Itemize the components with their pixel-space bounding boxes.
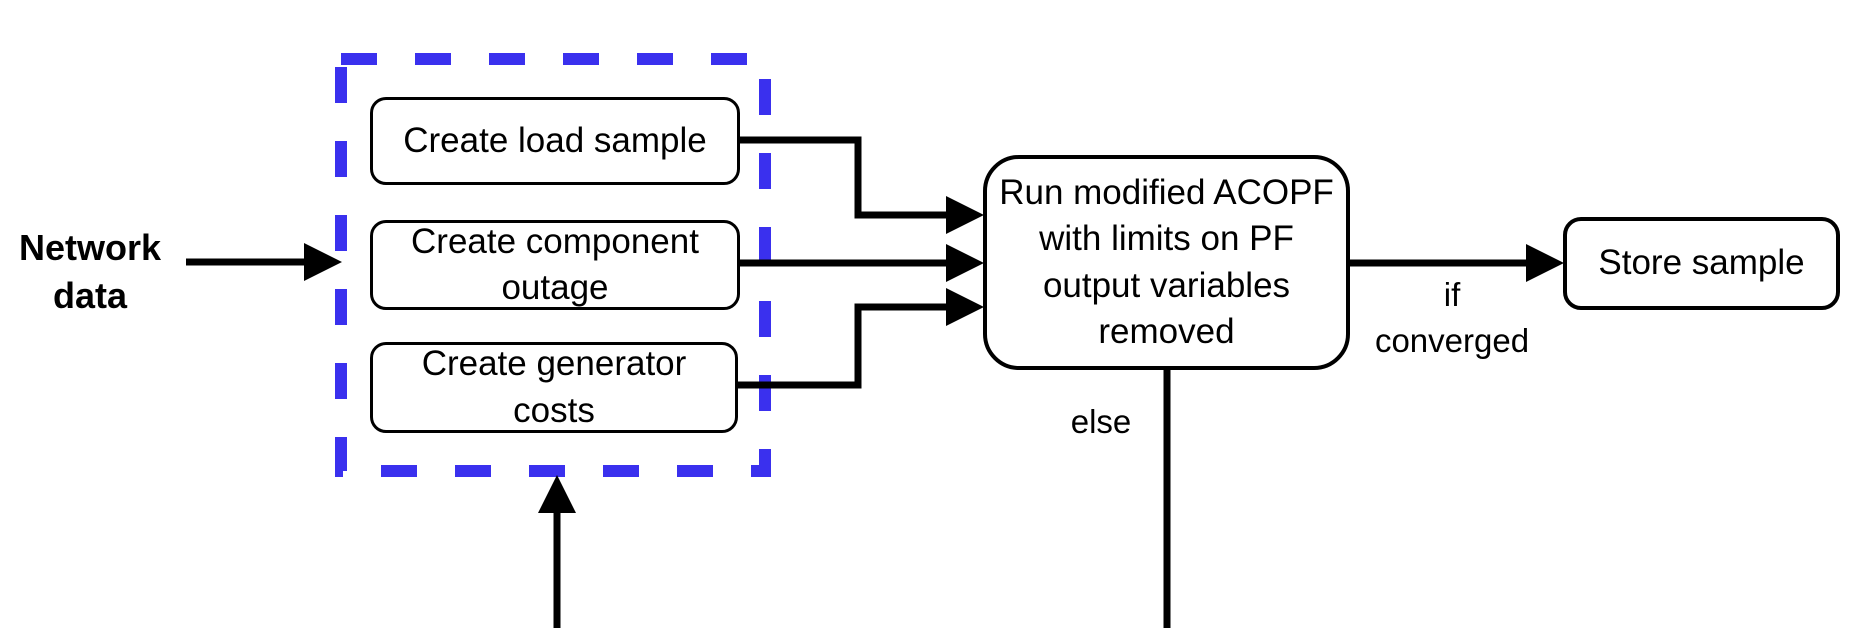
arrowhead-network-to-group: [304, 243, 342, 281]
arrowhead-costs-to-acopf: [946, 288, 984, 326]
network-data-label: Network data: [18, 227, 162, 316]
edge-load-to-acopf: [738, 136, 947, 219]
create-generator-costs-node: Create generator costs: [370, 342, 738, 433]
edge-acopf-else-feedback: [553, 369, 1171, 628]
arrowhead-outage-to-acopf: [946, 244, 984, 282]
store-sample-node: Store sample: [1563, 217, 1840, 310]
sampling-group-dashed-box: [335, 53, 771, 477]
arrowhead-load-to-acopf: [946, 196, 984, 234]
create-component-outage-node: Create component outage: [370, 220, 740, 310]
edge-costs-to-acopf: [738, 303, 947, 389]
create-load-sample-node: Create load sample: [370, 97, 740, 185]
arrowhead-else-feedback: [538, 475, 576, 513]
arrowhead-acopf-to-store: [1526, 244, 1564, 282]
run-acopf-node: Run modified ACOPF with limits on PF out…: [983, 155, 1350, 370]
if-converged-edge-label: if converged: [1374, 276, 1530, 360]
else-edge-label: else: [1070, 403, 1132, 440]
